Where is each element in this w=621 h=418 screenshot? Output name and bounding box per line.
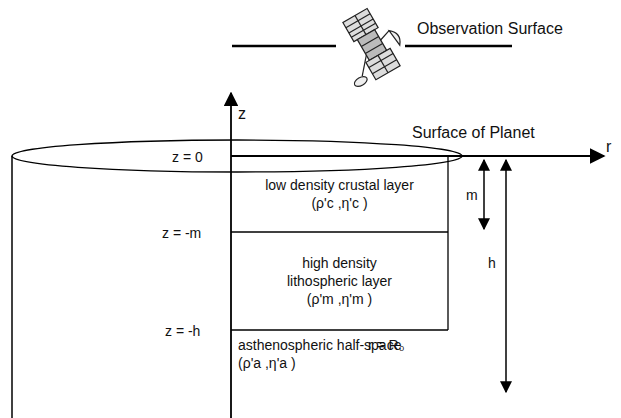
layer-region: low density crustal layer (ρ'c ,η'c ) [232, 157, 447, 231]
observation-line [232, 45, 336, 48]
r-axis [231, 155, 604, 157]
m-dimension [483, 160, 485, 229]
dimension-label: m [466, 186, 478, 204]
satellite-icon [325, 2, 412, 90]
surface-label: Surface of Planet [412, 124, 535, 142]
dimension-label: h [488, 254, 496, 272]
layer-label: low density crustal layer (ρ'c ,η'c ) [259, 174, 421, 214]
z-axis [230, 93, 232, 418]
observation-line [405, 45, 512, 48]
h-dimension [505, 160, 507, 392]
observation-label: Observation Surface [417, 20, 563, 38]
layer-region: high density lithospheric layer (ρ'm ,η'… [232, 233, 447, 329]
depth-label: z = -h [165, 322, 200, 340]
axis-label: z [238, 105, 246, 123]
axis-label: r [606, 138, 611, 156]
depth-label: z = -m [162, 224, 201, 242]
layer-label: high density lithospheric layer (ρ'm ,η'… [269, 252, 411, 310]
depth-label: z = 0 [172, 148, 203, 166]
layer-label: asthenospheric half-space (ρ'a ,η'a ) [238, 336, 406, 372]
